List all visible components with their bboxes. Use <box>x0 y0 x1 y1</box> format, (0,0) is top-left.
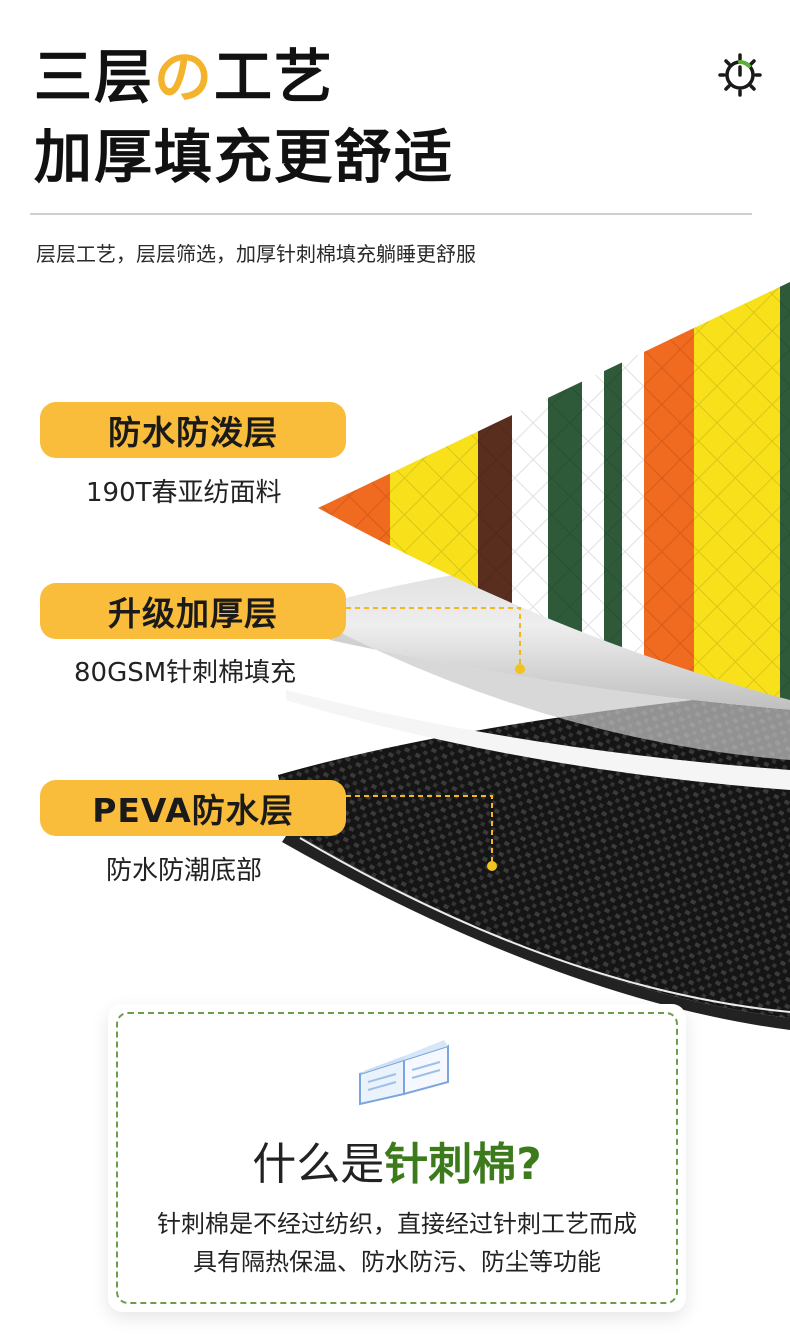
mat-layers-illustration <box>278 282 790 1030</box>
book-icon <box>359 1040 449 1106</box>
layer-desc-peva: 防水防潮底部 <box>106 856 263 886</box>
header-divider <box>30 213 752 215</box>
info-desc-line-1: 针刺棉是不经过纺织，直接经过针刺工艺而成 <box>157 1210 637 1238</box>
layer-desc-thickened: 80GSM针刺棉填充 <box>74 658 297 688</box>
page-title-line-2: 加厚填充更舒适 <box>34 123 455 191</box>
page-title-line-1: 三层の工艺 <box>34 48 334 106</box>
layer-label-thickened: 升级加厚层 <box>40 583 346 639</box>
title-part-2: 工艺 <box>214 43 335 111</box>
info-card-border <box>116 1012 678 1304</box>
question-accent: 针刺棉? <box>384 1139 542 1190</box>
layer-desc-waterproof: 190T春亚纺面料 <box>86 478 282 508</box>
layer-label-waterproof: 防水防泼层 <box>40 402 346 458</box>
subtitle: 层层工艺，层层筛选，加厚针刺棉填充躺睡更舒服 <box>36 242 476 266</box>
info-card: 什么是针刺棉? 针刺棉是不经过纺织，直接经过针刺工艺而成 具有隔热保温、防水防污… <box>108 1004 686 1312</box>
layer-label-peva: PEVA防水层 <box>40 780 346 836</box>
title-accent: の <box>154 43 215 111</box>
question-prefix: 什么是 <box>252 1139 385 1190</box>
info-question: 什么是针刺棉? <box>108 1128 686 1192</box>
title-part-1: 三层 <box>34 43 155 111</box>
gear-icon <box>718 53 762 97</box>
info-desc-line-2: 具有隔热保温、防水防污、防尘等功能 <box>193 1248 601 1276</box>
